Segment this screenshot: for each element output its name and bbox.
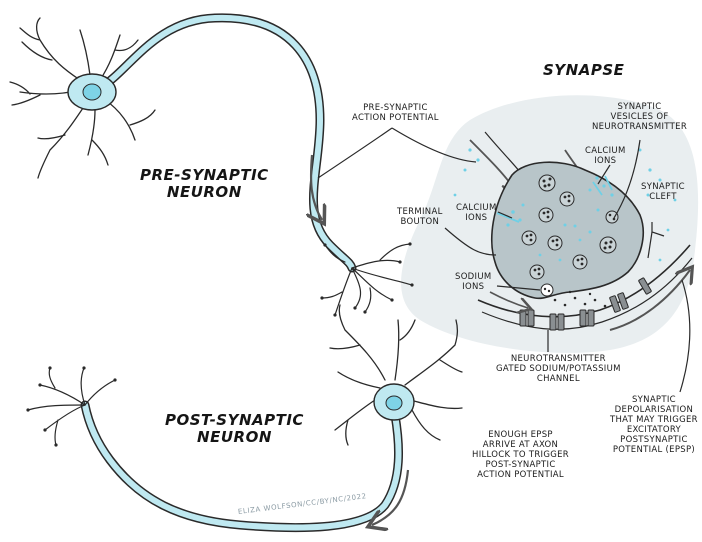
synapse-title: SYNAPSE bbox=[543, 62, 624, 79]
post-synaptic-neuron-title: POST-SYNAPTIC NEURON bbox=[165, 412, 304, 446]
label-sodium-ions: SODIUM IONS bbox=[455, 272, 492, 292]
post-nucleus bbox=[386, 396, 402, 410]
label-synaptic-cleft: SYNAPTIC CLEFT bbox=[641, 182, 685, 202]
label-nt-gated-channel: NEUROTRANSMITTER GATED SODIUM/POTASSIUM … bbox=[496, 354, 621, 384]
label-pre-synaptic-action-potential: PRE-SYNAPTIC ACTION POTENTIAL bbox=[352, 103, 439, 123]
post-terminal-dots bbox=[26, 366, 116, 446]
label-synaptic-vesicles: SYNAPTIC VESICLES OF NEUROTRANSMITTER bbox=[592, 102, 687, 132]
post-axon-terminals bbox=[28, 368, 115, 445]
label-calcium-ions-left: CALCIUM IONS bbox=[456, 203, 497, 223]
label-synaptic-depolarisation: SYNAPTIC DEPOLARISATION THAT MAY TRIGGER… bbox=[610, 395, 698, 455]
label-terminal-bouton: TERMINAL BOUTON bbox=[397, 207, 443, 227]
label-epsp-trigger: ENOUGH EPSP ARRIVE AT AXON HILLOCK TO TR… bbox=[472, 430, 569, 480]
pre-synaptic-neuron-title: PRE-SYNAPTIC NEURON bbox=[140, 167, 269, 201]
label-calcium-ions-top: CALCIUM IONS bbox=[585, 146, 626, 166]
pre-nucleus bbox=[83, 84, 101, 100]
